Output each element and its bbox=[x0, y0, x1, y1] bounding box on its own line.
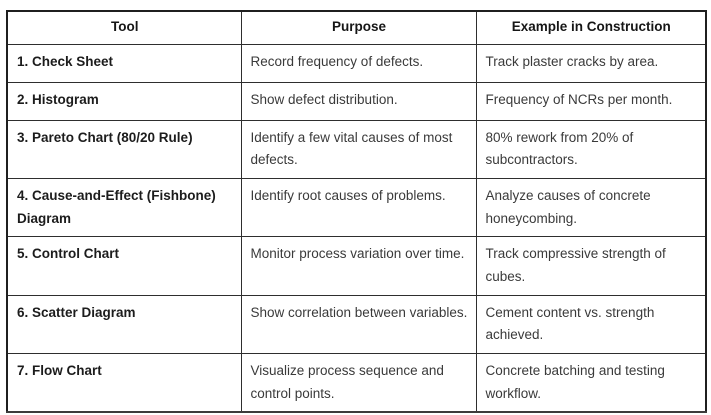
purpose-cell: Show correlation between variables. bbox=[240, 294, 477, 354]
purpose-cell: Monitor process variation over time. bbox=[240, 236, 477, 296]
purpose-cell: Identify a few vital causes of most defe… bbox=[240, 119, 477, 179]
example-cell: Cement content vs. strength achieved. bbox=[475, 294, 707, 354]
tool-cell: 4. Cause-and-Effect (Fishbone) Diagram bbox=[6, 177, 242, 238]
tool-cell: 5. Control Chart bbox=[6, 236, 242, 296]
tool-cell: 3. Pareto Chart (80/20 Rule) bbox=[6, 119, 242, 179]
quality-tools-table: Tool Purpose Example in Construction 1. … bbox=[6, 10, 707, 414]
column-header-tool: Tool bbox=[6, 10, 242, 45]
table-row: 6. Scatter Diagram Show correlation betw… bbox=[6, 294, 707, 354]
column-header-purpose: Purpose bbox=[240, 10, 477, 45]
example-cell: Analyze causes of concrete honeycombing. bbox=[475, 177, 707, 238]
table-row: 4. Cause-and-Effect (Fishbone) Diagram I… bbox=[6, 177, 707, 238]
purpose-cell: Visualize process sequence and control p… bbox=[240, 352, 477, 414]
table-row: 5. Control Chart Monitor process variati… bbox=[6, 236, 707, 296]
purpose-cell: Record frequency of defects. bbox=[240, 43, 477, 83]
column-header-example: Example in Construction bbox=[475, 10, 707, 45]
table-row: 2. Histogram Show defect distribution. F… bbox=[6, 81, 707, 121]
example-cell: Frequency of NCRs per month. bbox=[475, 81, 707, 121]
table-row: 1. Check Sheet Record frequency of defec… bbox=[6, 43, 707, 83]
tool-cell: 6. Scatter Diagram bbox=[6, 294, 242, 354]
tool-cell: 2. Histogram bbox=[6, 81, 242, 121]
tool-cell: 7. Flow Chart bbox=[6, 352, 242, 414]
tool-cell: 1. Check Sheet bbox=[6, 43, 242, 83]
header-row: Tool Purpose Example in Construction bbox=[6, 10, 707, 45]
table-row: 3. Pareto Chart (80/20 Rule) Identify a … bbox=[6, 119, 707, 179]
purpose-cell: Show defect distribution. bbox=[240, 81, 477, 121]
example-cell: Track plaster cracks by area. bbox=[475, 43, 707, 83]
example-cell: 80% rework from 20% of subcontractors. bbox=[475, 119, 707, 179]
example-cell: Concrete batching and testing workflow. bbox=[475, 352, 707, 414]
example-cell: Track compressive strength of cubes. bbox=[475, 236, 707, 296]
purpose-cell: Identify root causes of problems. bbox=[240, 177, 477, 238]
table-row: 7. Flow Chart Visualize process sequence… bbox=[6, 352, 707, 414]
